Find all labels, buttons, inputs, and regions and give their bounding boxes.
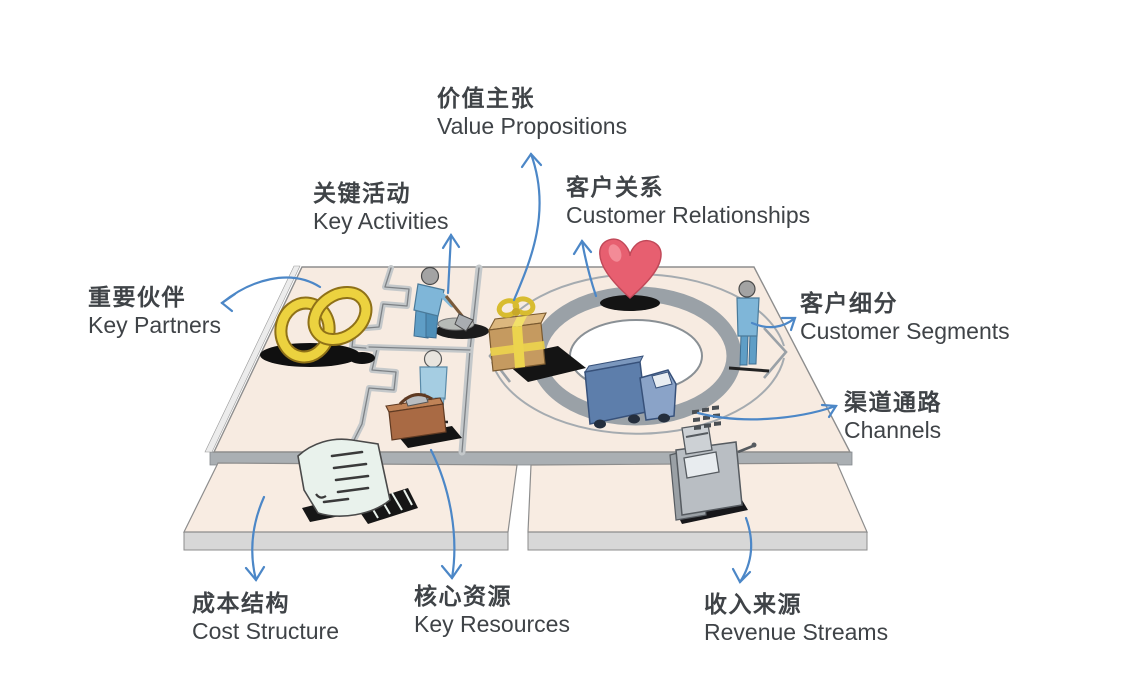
- label-customer-segments-zh: 客户细分: [800, 290, 898, 316]
- label-cost-structure-en: Cost Structure: [192, 618, 339, 644]
- label-revenue-streams-en: Revenue Streams: [704, 619, 889, 645]
- puzzle-seam-left-line: [347, 267, 410, 453]
- cost-slab-front: [183, 531, 509, 551]
- cash-register-icon: [669, 405, 757, 524]
- label-customer-segments-en: Customer Segments: [800, 318, 1010, 344]
- arrow-to-cost-structure: [244, 495, 266, 582]
- label-key-activities-en: Key Activities: [313, 208, 449, 234]
- label-value-propositions: 价值主张 Value Propositions: [437, 84, 627, 140]
- label-key-resources-en: Key Resources: [414, 611, 570, 637]
- label-channels-zh: 渠道通路: [844, 389, 942, 415]
- label-customer-relationships-en: Customer Relationships: [566, 202, 811, 228]
- label-value-propositions-zh: 价值主张: [437, 85, 535, 111]
- delivery-truck-icon: [583, 355, 677, 429]
- label-revenue-streams: 收入来源 Revenue Streams: [704, 590, 888, 646]
- arrow-to-key-activities: [441, 232, 461, 295]
- label-customer-relationships: 客户关系 Customer Relationships: [566, 173, 810, 229]
- label-value-propositions-en: Value Propositions: [437, 113, 628, 139]
- arrow-to-customer-segments: [750, 316, 797, 332]
- annotation-arrows: [220, 152, 838, 584]
- arrow-to-key-resources: [429, 448, 463, 580]
- label-customer-relationships-zh: 客户关系: [566, 174, 664, 200]
- standing-person-icon: [728, 280, 770, 373]
- label-cost-structure: 成本结构 Cost Structure: [192, 589, 339, 645]
- horizontal-seam-middle-line: [368, 346, 471, 351]
- platform-left-edge: [204, 265, 301, 453]
- label-key-resources: 核心资源 Key Resources: [414, 582, 570, 638]
- gift-box-icon: [487, 296, 586, 382]
- label-key-resources-zh: 核心资源: [414, 583, 512, 609]
- label-key-partners: 重要伙伴 Key Partners: [88, 283, 221, 339]
- receipt-list-icon: [297, 438, 418, 524]
- arrow-to-value-propositions: [512, 152, 543, 302]
- label-channels-en: Channels: [844, 417, 942, 443]
- cycle-chevron-right: [763, 327, 788, 379]
- label-key-activities: 关键活动 Key Activities: [313, 179, 449, 235]
- label-key-partners-en: Key Partners: [88, 312, 221, 338]
- label-revenue-streams-zh: 收入来源: [704, 591, 802, 617]
- arrow-to-customer-relationships: [572, 239, 598, 298]
- arrow-to-key-partners: [220, 276, 322, 313]
- label-customer-segments: 客户细分 Customer Segments: [800, 289, 1010, 345]
- person-digging-shovel-icon: [413, 266, 489, 339]
- label-cost-structure-zh: 成本结构: [192, 590, 290, 616]
- label-channels: 渠道通路 Channels: [844, 388, 942, 444]
- revenue-slab-front: [527, 531, 868, 551]
- front-slabs: [183, 462, 868, 551]
- person-with-toolbox-icon: [385, 349, 462, 448]
- label-key-activities-zh: 关键活动: [313, 180, 411, 206]
- arrow-to-revenue-streams: [731, 516, 753, 584]
- label-key-partners-zh: 重要伙伴: [88, 284, 186, 310]
- heart-icon: [599, 238, 662, 311]
- section-seams: [345, 264, 483, 456]
- interlocked-rings-icon: [260, 285, 375, 367]
- arrow-to-channels: [696, 403, 838, 421]
